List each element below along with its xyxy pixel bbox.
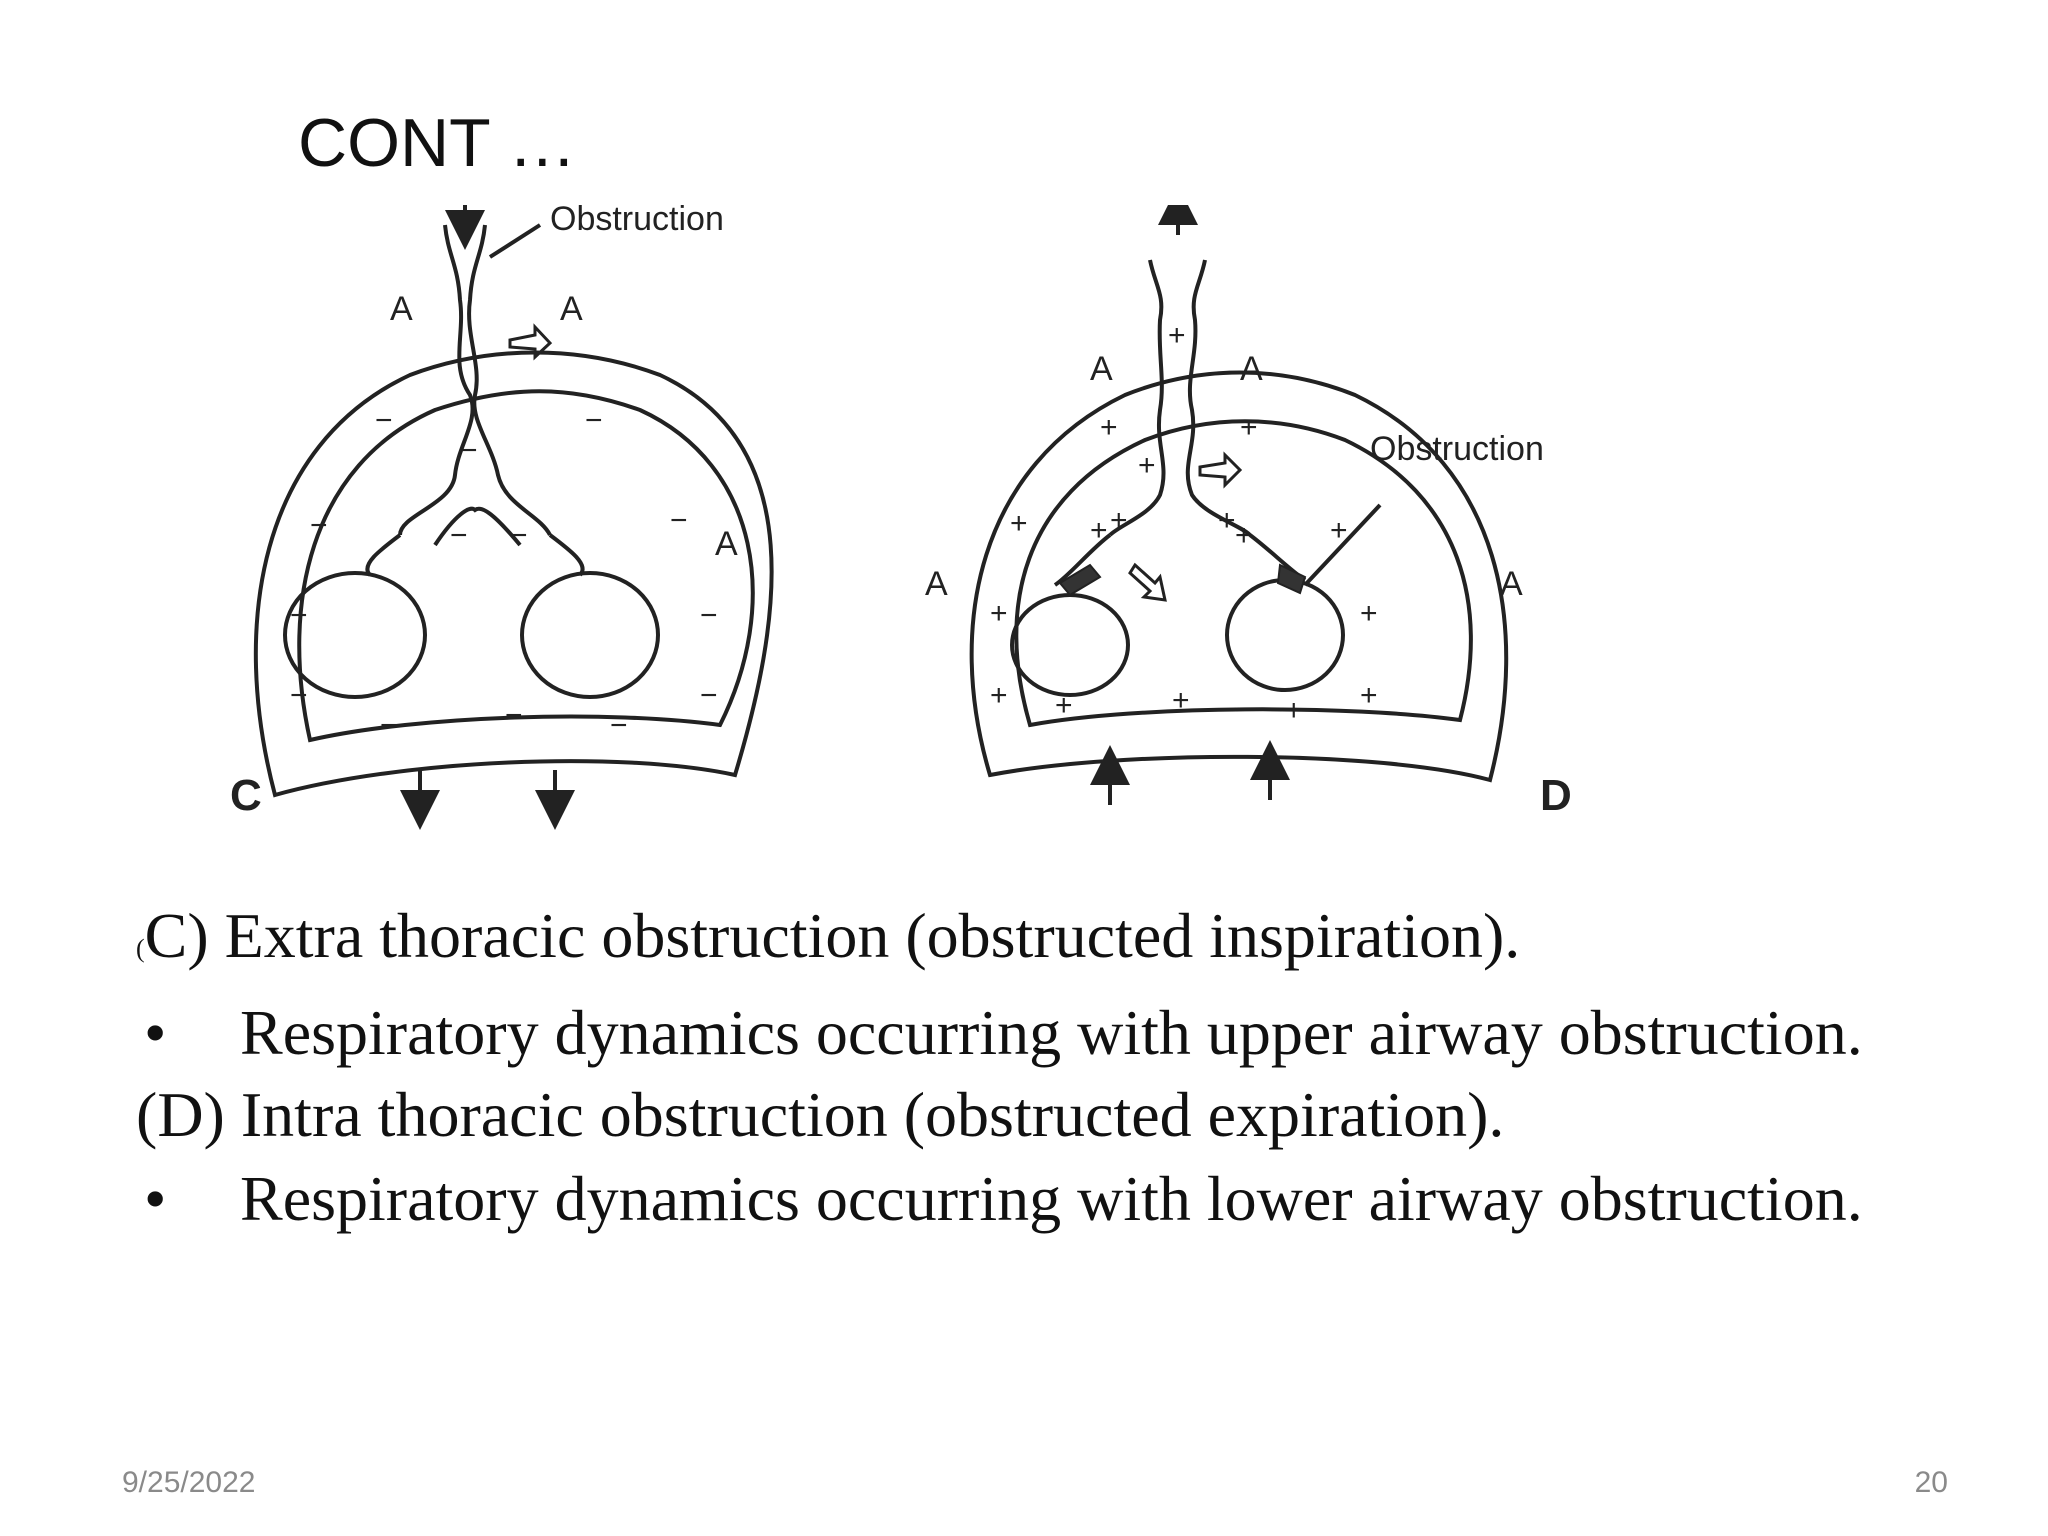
diagram-c-labels: Obstruction A A A C − − − − − − − − − − …: [230, 205, 738, 820]
diagram-c-sign: −: [460, 434, 478, 467]
diagram-c-left-lung: [283, 571, 427, 699]
diagram-d-sign: +: [1055, 689, 1073, 722]
diagram-d-obstruction-label: Obstruction: [1370, 430, 1544, 468]
diagram-c-obstruction-label: Obstruction: [550, 205, 724, 238]
diagram-c-a-label-2: A: [560, 290, 583, 328]
bullet-c: • Respiratory dynamics occurring with upp…: [136, 997, 1896, 1069]
bullet-d-text: Respiratory dynamics occurring with lowe…: [240, 1163, 1863, 1234]
diagram-c-sign: −: [670, 504, 688, 537]
footer-date: 9/25/2022: [122, 1466, 256, 1499]
diagram-d-sign: +: [1168, 319, 1186, 352]
diagram-d-left-lung: [1010, 593, 1130, 697]
bullet-dot: •: [144, 1163, 167, 1234]
diagram-c-right-lung: [520, 571, 660, 699]
paragraph-c-open-paren: (: [136, 934, 145, 963]
diagram-d-sign: +: [1240, 411, 1258, 444]
diagram-c-inner-wall: [297, 389, 755, 743]
diagram-c-sign: −: [585, 404, 603, 437]
diagram-d: [969, 205, 1509, 805]
diagram-d-sign: +: [1235, 519, 1253, 552]
diagram-d-sign: +: [1285, 694, 1303, 727]
diagram-d-sign: +: [1360, 597, 1378, 630]
body-text: (C) Extra thoracic obstruction (obstruct…: [136, 900, 1896, 1245]
diagram-d-a-label-4: A: [1500, 565, 1523, 603]
diagram-d-sign: +: [1218, 504, 1236, 537]
diagram-d-sign: +: [1360, 679, 1378, 712]
diagram-c-sign: −: [700, 679, 718, 712]
diagram-d-sign: +: [1110, 504, 1128, 537]
diagram-c-outer-wall: [253, 350, 774, 798]
diagram-c-sign: −: [290, 599, 308, 632]
diagram-d-a-label-1: A: [1090, 350, 1113, 388]
diagram-d-trachea: [1108, 259, 1166, 537]
diagram-d-sign: +: [990, 597, 1008, 630]
diagram-d-outer-wall: [969, 370, 1509, 783]
paragraph-d: (D) Intra thoracic obstruction (obstruct…: [136, 1079, 1896, 1151]
diagram-d-sign: +: [1330, 514, 1348, 547]
diagram-d-inner-wall: [1014, 419, 1473, 728]
bullet-d: • Respiratory dynamics occurring with low…: [136, 1163, 1896, 1235]
diagram-c-sign: −: [310, 509, 328, 542]
diagram-d-sign: +: [1138, 449, 1156, 482]
diagram-d-panel-label: D: [1540, 771, 1572, 820]
diagram-c-sign: −: [380, 709, 398, 742]
diagram-d-sign: +: [990, 679, 1008, 712]
diagram-c-a-label-3: A: [715, 525, 738, 563]
diagram-c-a-label-1: A: [390, 290, 413, 328]
diagram-c-sign: −: [700, 599, 718, 632]
diagram-c-trachea: [398, 224, 475, 536]
diagram-c-sign: −: [505, 699, 523, 732]
bullet-dot: •: [144, 997, 167, 1068]
diagram-d-right-lung: [1225, 578, 1345, 692]
diagram-d-sign: +: [1172, 684, 1190, 717]
diagram-d-labels: Obstruction A A A A D + + + + + + + + + …: [925, 319, 1572, 820]
diagram-c-sign: −: [610, 709, 628, 742]
airway-obstruction-figure: Obstruction A A A C − − − − − − − − − − …: [220, 205, 1620, 835]
paragraph-c-text: C) Extra thoracic obstruction (obstructe…: [144, 900, 1521, 971]
paragraph-d-text: (D) Intra thoracic obstruction (obstruct…: [136, 1079, 1505, 1150]
paragraph-c: (C) Extra thoracic obstruction (obstruct…: [136, 900, 1896, 985]
diagram-c-sign: −: [450, 519, 468, 552]
diagram-c-sign: −: [290, 679, 308, 712]
diagram-c-sign: −: [375, 404, 393, 437]
diagram-c: [253, 205, 774, 830]
diagram-c-panel-label: C: [230, 771, 262, 820]
slide-title: CONT …: [298, 105, 577, 181]
diagram-d-sign: +: [1090, 514, 1108, 547]
diagram-d-sign: +: [1100, 411, 1118, 444]
bullet-c-text: Respiratory dynamics occurring with uppe…: [240, 997, 1863, 1068]
footer-page-number: 20: [1914, 1466, 1948, 1499]
diagram-d-a-label-2: A: [1240, 350, 1263, 388]
airway-diagrams-svg: Obstruction A A A C − − − − − − − − − − …: [230, 205, 1572, 830]
diagram-c-sign: −: [510, 519, 528, 552]
diagram-d-a-label-3: A: [925, 565, 948, 603]
diagram-d-sign: +: [1010, 507, 1028, 540]
